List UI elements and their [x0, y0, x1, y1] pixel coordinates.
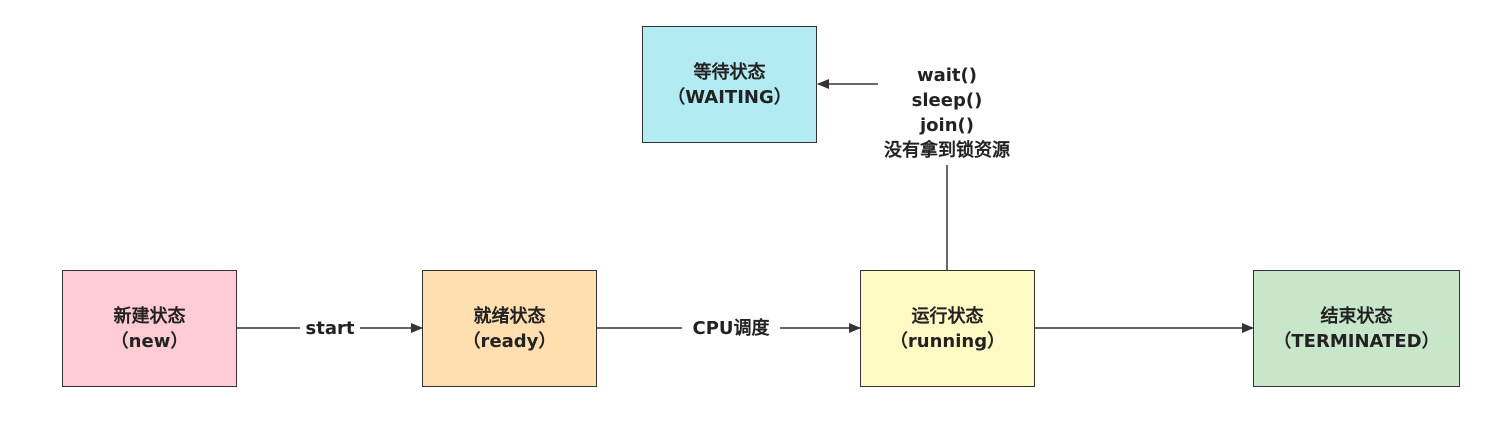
waiting-cause-sleep: sleep()	[911, 90, 983, 111]
state-terminated: 结束状态 （TERMINATED）	[1253, 270, 1460, 387]
state-running-sublabel: （running）	[889, 330, 1006, 352]
edge-label-start: start	[300, 318, 360, 340]
state-running-label: 运行状态	[911, 305, 984, 327]
state-new-sublabel: （new）	[110, 330, 189, 352]
waiting-cause-no-lock: 没有拿到锁资源	[884, 140, 1010, 161]
waiting-cause-join: join()	[920, 115, 974, 136]
state-terminated-label: 结束状态	[1320, 305, 1393, 327]
state-new: 新建状态 （new）	[62, 270, 237, 387]
state-ready-label: 就绪状态	[473, 305, 546, 327]
state-ready: 就绪状态 （ready）	[422, 270, 597, 387]
edge-label-cpu-schedule: CPU调度	[682, 318, 780, 340]
state-waiting-label: 等待状态	[693, 61, 766, 83]
waiting-cause-wait: wait()	[916, 65, 977, 86]
state-waiting: 等待状态 （WAITING）	[642, 26, 817, 143]
state-terminated-sublabel: （TERMINATED）	[1273, 330, 1440, 352]
edge-label-waiting-causes: wait() sleep() join() 没有拿到锁资源	[868, 63, 1026, 163]
state-ready-sublabel: （ready）	[462, 330, 557, 352]
state-new-label: 新建状态	[113, 305, 186, 327]
state-running: 运行状态 （running）	[860, 270, 1035, 387]
state-waiting-sublabel: （WAITING）	[667, 86, 792, 108]
